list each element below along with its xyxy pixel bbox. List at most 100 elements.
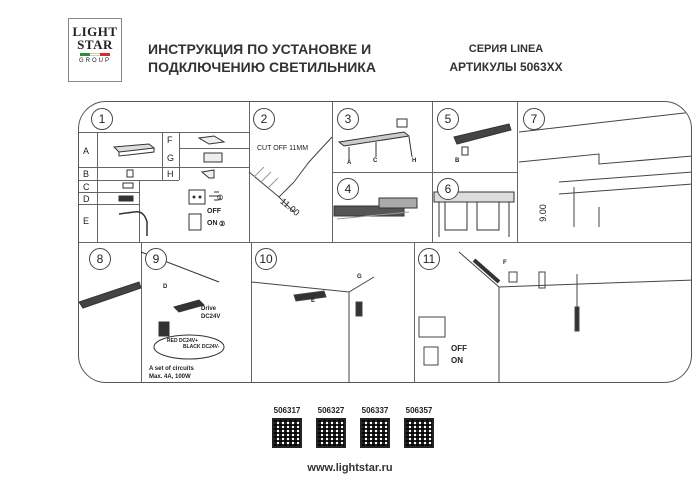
article-506337: 506337 (356, 406, 394, 448)
qr-code-icon (272, 418, 302, 448)
article-506327: 506327 (312, 406, 350, 448)
step10-label-g: G (357, 274, 362, 280)
table-line (162, 132, 163, 180)
step-number-6: 6 (437, 178, 459, 200)
profile-icon (112, 143, 156, 157)
article-number: 506317 (273, 406, 301, 415)
step-number-11: 11 (418, 248, 440, 270)
article-range: АРТИКУЛЫ 5063XX (449, 60, 563, 74)
part-label-c: C (83, 182, 90, 192)
table-line (139, 180, 140, 242)
step-number-8: 8 (89, 248, 111, 270)
socket-icon (188, 189, 206, 205)
cut-profile-icon (248, 136, 333, 213)
step6-section-icon (433, 191, 515, 237)
divider (141, 242, 142, 382)
title-line1: ИНСТРУКЦИЯ ПО УСТАНОВКЕ И (148, 41, 372, 57)
step-illustrations (79, 111, 691, 382)
circuits-line2: Max. 4A, 100W (149, 374, 191, 380)
step11-off-label: OFF (451, 344, 467, 353)
step11-label-f: F (503, 260, 507, 266)
switch-icon (188, 213, 202, 231)
circle-2-label: ② (219, 221, 226, 228)
qr-code-icon (316, 418, 346, 448)
cut-off-note: CUT OFF 11MM (257, 145, 309, 152)
table-line (79, 167, 249, 168)
part-label-h: H (167, 169, 174, 179)
article-506317: 506317 (268, 406, 306, 448)
part-h-icon (200, 169, 215, 179)
series-block: СЕРИЯ LINEA АРТИКУЛЫ 5063XX (446, 40, 566, 76)
italian-flag-icon (80, 53, 110, 56)
step-number-2: 2 (253, 108, 275, 130)
step7-ceiling-icon (518, 111, 691, 227)
table-line (79, 192, 139, 193)
step10-corner-icon (250, 276, 375, 382)
qr-code-icon (404, 418, 434, 448)
website-link[interactable]: www.lightstar.ru (307, 462, 393, 474)
step-number-5: 5 (437, 108, 459, 130)
logo-line2: STAR (77, 37, 113, 52)
part-label-b: B (83, 169, 90, 179)
step-number-4: 4 (337, 178, 359, 200)
part-d-icon (118, 195, 134, 202)
divider (251, 242, 252, 382)
step3-label-h: H (412, 158, 417, 164)
off-label: OFF (207, 208, 221, 215)
part-g-icon (203, 152, 223, 163)
part-label-e: E (83, 216, 90, 226)
divider (79, 242, 691, 243)
step5-profile-icon (453, 123, 512, 156)
article-number: 506337 (361, 406, 389, 415)
table-line (79, 180, 179, 181)
part-b-icon (126, 169, 134, 178)
step8-profile-icon (79, 281, 142, 309)
step4-mounting-icon (333, 197, 418, 220)
divider (517, 102, 518, 242)
on-label: ON (207, 220, 218, 227)
logo-line3: GROUP (78, 58, 111, 64)
part-label-a: A (83, 146, 90, 156)
table-line (97, 132, 98, 242)
dc24v-label: DC24V (201, 314, 221, 320)
step-number-7: 7 (523, 108, 545, 130)
step-number-10: 10 (255, 248, 277, 270)
drive-label: Drive (201, 306, 217, 312)
step-number-9: 9 (145, 248, 167, 270)
step3-label-a: A (347, 160, 352, 166)
part-f-icon (197, 135, 226, 145)
step10-label-e: E (311, 298, 316, 304)
step3-label-c: C (373, 158, 378, 164)
part-e-cable-icon (118, 210, 148, 236)
step9-label-d: D (163, 284, 168, 290)
step11-room-icon (418, 251, 691, 382)
instruction-frame: A B C D E F G H (78, 101, 692, 383)
table-line (79, 132, 249, 133)
circuits-line1: A set of circuits (149, 366, 194, 372)
article-506357: 506357 (400, 406, 438, 448)
title-line2: ПОДКЛЮЧЕНИЮ СВЕТИЛЬНИКА (148, 59, 376, 75)
dimension-9: 9.00 (537, 204, 548, 222)
table-line (179, 148, 249, 149)
part-label-d: D (83, 194, 90, 204)
divider (414, 242, 415, 382)
step3-profile-icon (337, 118, 413, 160)
series-name: СЕРИЯ LINEA (468, 43, 544, 55)
brand-logo: LIGHT STAR GROUP (68, 18, 122, 82)
step11-on-label: ON (451, 356, 463, 365)
circle-1-label: ① (217, 195, 224, 202)
step5-label-b: B (455, 158, 460, 164)
article-number: 506327 (317, 406, 345, 415)
table-line (179, 132, 180, 180)
table-line (79, 204, 139, 205)
document-title: ИНСТРУКЦИЯ ПО УСТАНОВКЕ И ПОДКЛЮЧЕНИЮ СВ… (148, 40, 376, 76)
step-number-1: 1 (91, 108, 113, 130)
part-label-g: G (167, 153, 175, 163)
divider (332, 172, 517, 173)
article-number: 506357 (405, 406, 433, 415)
black-wire-label: BLACK DC24V- (183, 344, 220, 350)
step-number-3: 3 (337, 108, 359, 130)
part-c-icon (122, 182, 134, 189)
logo-line1: LIGHT (72, 24, 118, 39)
red-wire-label: RED DC24V+ (167, 338, 198, 344)
